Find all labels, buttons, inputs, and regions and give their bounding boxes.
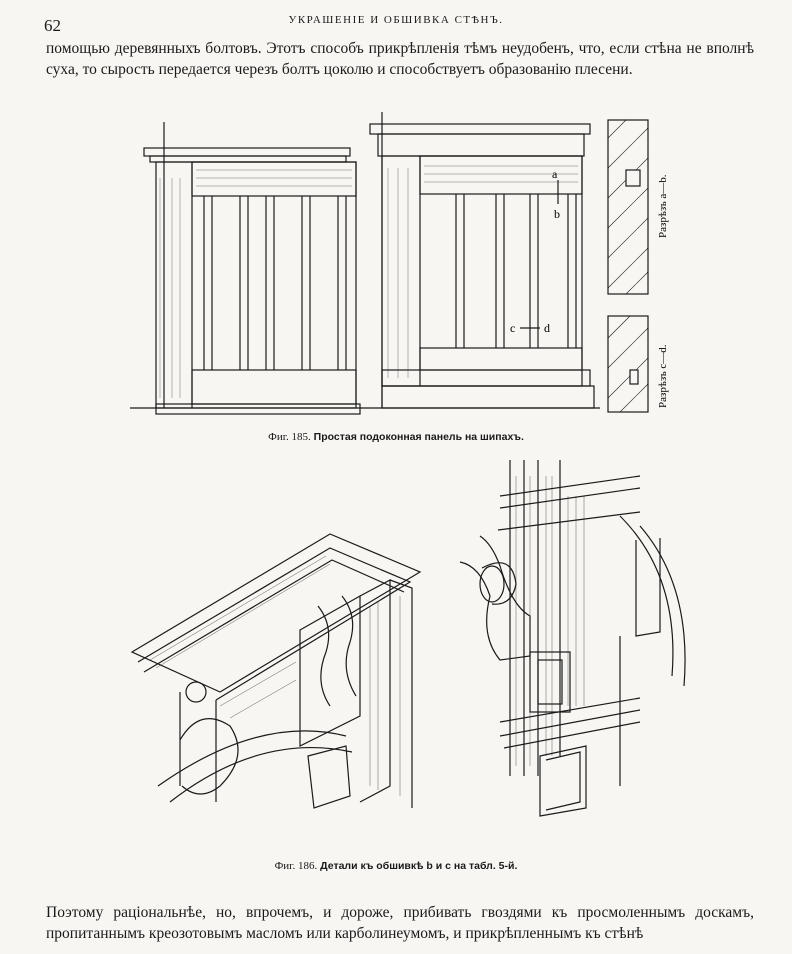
figure-185-drawing: a b c d Разрѣзъ a—b. Разрѣзъ c—d. bbox=[130, 112, 669, 415]
running-head: УКРАШЕНІЕ И ОБШИВКА СТѢНЪ. bbox=[288, 14, 504, 26]
figure-186 bbox=[120, 456, 700, 856]
figure-186-drawing bbox=[130, 460, 686, 817]
caption-186-label: Фиг. 186. bbox=[274, 860, 318, 872]
marker-d: d bbox=[544, 321, 550, 335]
marker-a: a bbox=[552, 167, 558, 181]
caption-185-text: Простая подоконная панель на шипахъ. bbox=[313, 431, 524, 443]
caption-185: Фиг. 185. Простая подоконная панель на ш… bbox=[0, 431, 792, 443]
section-ab-label: Разрѣзъ a—b. bbox=[657, 174, 669, 238]
paragraph-bottom: Поэтому раціональнѣе, но, впрочемъ, и до… bbox=[46, 904, 754, 942]
figure-185: a b c d Разрѣзъ a—b. Разрѣзъ c—d. bbox=[120, 108, 680, 426]
caption-186-text: Детали къ обшивкѣ b и c на табл. 5-й. bbox=[320, 860, 518, 872]
page-number: 62 bbox=[44, 16, 61, 35]
marker-c: c bbox=[510, 321, 515, 335]
caption-186: Фиг. 186. Детали къ обшивкѣ b и c на таб… bbox=[0, 860, 792, 872]
paragraph-top: помощью деревянныхъ болтовъ. Этотъ спосо… bbox=[46, 40, 754, 78]
marker-b: b bbox=[554, 207, 560, 221]
caption-185-label: Фиг. 185. bbox=[268, 431, 311, 443]
section-cd-label: Разрѣзъ c—d. bbox=[657, 344, 669, 408]
